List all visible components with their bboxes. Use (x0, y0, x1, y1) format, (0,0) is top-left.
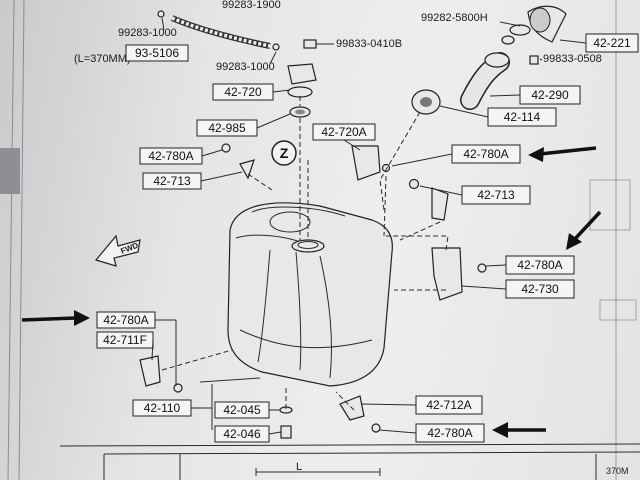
part-label-42-780A-upper-right[interactable]: 42-780A (451, 144, 521, 164)
svg-text:(L=370MM): (L=370MM) (74, 53, 131, 65)
svg-text:99282-5800H: 99282-5800H (421, 12, 488, 24)
svg-text:42-712A: 42-712A (426, 398, 471, 412)
svg-text:42-713: 42-713 (153, 174, 191, 188)
part-label-42-730[interactable]: 42-730 (505, 279, 575, 299)
svg-text:99283-1000: 99283-1000 (216, 61, 275, 73)
svg-text:42-720A: 42-720A (321, 125, 366, 139)
page-edge-tab (0, 148, 20, 194)
part-label-42-780A-mid-right[interactable]: 42-780A (505, 255, 575, 275)
svg-text:42-720: 42-720 (224, 85, 262, 99)
arrow-icon (492, 422, 546, 438)
part-label-42-290[interactable]: 42-290 (519, 85, 581, 105)
bracket-42-713-right (408, 178, 449, 221)
svg-text:42-780A: 42-780A (517, 258, 562, 272)
arrow-icon (528, 146, 597, 162)
svg-text:42-713: 42-713 (477, 188, 515, 202)
svg-text:42-730: 42-730 (521, 282, 559, 296)
svg-text:42-780A: 42-780A (148, 149, 193, 163)
bracket-42-720A (351, 145, 391, 181)
svg-text:42-780A: 42-780A (463, 147, 508, 161)
svg-text:99283-1000: 99283-1000 (118, 27, 177, 39)
svg-text:42-711F: 42-711F (103, 333, 147, 347)
pump-gasket (411, 89, 441, 115)
svg-text:42-114: 42-114 (504, 110, 541, 124)
z-marker: Z (271, 140, 297, 166)
part-label-42-712A[interactable]: 42-712A (415, 395, 483, 415)
svg-text:Z: Z (280, 145, 289, 161)
part-label-42-110[interactable]: 42-110 (132, 399, 192, 417)
part-label-93-5106[interactable]: 93-5106 (125, 44, 189, 62)
part-label-42-221[interactable]: 42-221 (585, 33, 639, 53)
part-label-42-713-left[interactable]: 42-713 (142, 172, 202, 190)
arrow-icon (21, 310, 90, 326)
svg-text:42-221: 42-221 (593, 36, 631, 50)
svg-text:42-780A: 42-780A (427, 426, 472, 440)
part-label-42-720A[interactable]: 42-720A (312, 123, 376, 141)
ghost-diagram (589, 179, 637, 321)
svg-text:42-290: 42-290 (531, 88, 569, 102)
part-label-42-114[interactable]: 42-114 (487, 107, 557, 127)
svg-text:42-045: 42-045 (223, 403, 261, 417)
drain-plug (279, 406, 293, 439)
svg-text:42-046: 42-046 (223, 427, 261, 441)
assembly-lines (161, 111, 449, 430)
part-label-42-780A-upper-left[interactable]: 42-780A (139, 147, 203, 165)
svg-text:99833-0410B: 99833-0410B (336, 38, 402, 50)
part-label-42-780A-lower-left[interactable]: 42-780A (96, 311, 156, 329)
breather-hose (157, 10, 280, 51)
part-label-42-985[interactable]: 42-985 (196, 119, 258, 137)
part-label-42-713-right[interactable]: 42-713 (461, 185, 531, 205)
bracket-42-713-left (221, 143, 255, 180)
arrow-icon (566, 210, 602, 250)
part-label-42-711F[interactable]: 42-711F (96, 331, 154, 349)
svg-text:42-110: 42-110 (144, 401, 181, 415)
svg-text:42-985: 42-985 (208, 121, 246, 135)
svg-text:L: L (296, 461, 302, 473)
filler-pipe (460, 5, 567, 110)
annotation-arrows (21, 146, 602, 438)
svg-text:99833-0508: 99833-0508 (543, 53, 602, 65)
dimension-table: L 370M (59, 443, 640, 480)
fwd-arrow-icon: FWD (94, 234, 141, 267)
svg-text:93-5106: 93-5106 (135, 46, 179, 60)
fuel-tank (227, 202, 393, 387)
svg-text:370M: 370M (606, 466, 629, 476)
svg-text:99283-1900: 99283-1900 (222, 0, 281, 11)
part-label-42-045[interactable]: 42-045 (214, 401, 270, 419)
part-label-42-720[interactable]: 42-720 (212, 83, 274, 101)
page-rules (0, 0, 617, 480)
filler-neck-assembly (287, 39, 317, 240)
svg-text:42-780A: 42-780A (103, 313, 148, 327)
part-label-42-780A-bottom[interactable]: 42-780A (415, 423, 485, 443)
bracket-42-730 (431, 247, 487, 301)
part-label-42-046[interactable]: 42-046 (214, 425, 270, 443)
